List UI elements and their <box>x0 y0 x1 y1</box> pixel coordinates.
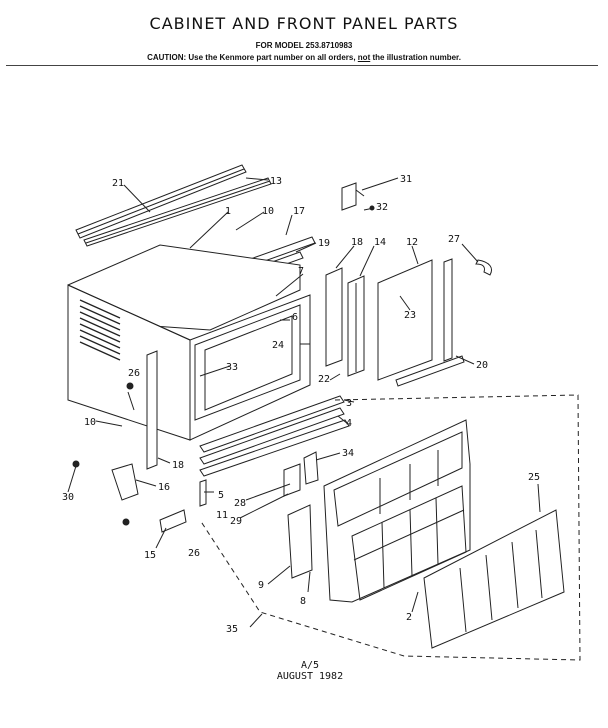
part-28-29-bracket <box>283 463 301 497</box>
callout-3: 3 <box>346 398 352 409</box>
caution-prefix: CAUTION: Use the Kenmore part number on … <box>147 53 356 62</box>
caution-suffix: the illustration number. <box>372 53 461 62</box>
callout-34: 34 <box>342 448 354 459</box>
callout-8: 8 <box>300 596 306 607</box>
callout-12: 12 <box>406 237 418 248</box>
callout-11: 11 <box>216 510 228 521</box>
callout-31: 31 <box>400 174 412 185</box>
callout-35: 35 <box>226 624 238 635</box>
model-number: FOR MODEL 253.8710983 <box>255 41 353 50</box>
part-5-brace <box>199 479 207 507</box>
callout-7: 7 <box>298 266 304 277</box>
side-louvers <box>79 299 121 361</box>
callout-5: 5 <box>218 490 224 501</box>
callout-32: 32 <box>376 202 388 213</box>
callout-24: 24 <box>272 340 284 351</box>
callout-10: 10 <box>84 417 96 428</box>
part-3-louver-bar <box>199 395 345 465</box>
part-21-top-trim <box>75 164 247 239</box>
page-number: A/5 <box>300 660 320 671</box>
part-13-strip <box>83 177 272 247</box>
callout-19: 19 <box>318 238 330 249</box>
callout-6: 6 <box>292 312 298 323</box>
callout-18: 18 <box>351 237 363 248</box>
callout-17: 17 <box>293 206 305 217</box>
callout-27: 27 <box>448 234 460 245</box>
part-26-clip <box>126 382 135 411</box>
callout-1: 1 <box>225 206 231 217</box>
callout-26: 26 <box>188 548 200 559</box>
callout-15: 15 <box>144 550 156 561</box>
caution-not: not <box>357 53 371 62</box>
callout-20: 20 <box>476 360 488 371</box>
part-15-cover <box>159 509 187 533</box>
callout-28: 28 <box>234 498 246 509</box>
callout-30: 30 <box>62 492 74 503</box>
front-grille <box>323 419 471 603</box>
header-rule <box>6 65 598 66</box>
callout-33: 33 <box>226 362 238 373</box>
callout-21: 21 <box>112 178 124 189</box>
part-25-filter <box>423 509 565 649</box>
callout-2: 2 <box>406 612 412 623</box>
part-34-bracket <box>303 451 319 485</box>
callout-25: 25 <box>528 472 540 483</box>
callout-29: 29 <box>230 516 242 527</box>
page-date: AUGUST 1982 <box>276 671 344 682</box>
leader-lines <box>67 177 541 628</box>
callout-13: 13 <box>270 176 282 187</box>
part-16-bracket <box>72 460 139 526</box>
part-31-bracket <box>341 182 375 211</box>
part-1-top-cover <box>189 211 229 249</box>
part-18-front-column <box>146 350 158 470</box>
callout-26: 26 <box>128 368 140 379</box>
callout-4: 4 <box>346 418 352 429</box>
callout-10: 10 <box>262 206 274 217</box>
part-12-panel <box>377 259 433 381</box>
part-18-side-rail <box>325 267 343 367</box>
callout-22: 22 <box>318 374 330 385</box>
grille-assembly-outline <box>199 394 581 661</box>
diagram-title: CABINET AND FRONT PANEL PARTS <box>149 14 459 33</box>
part-14-side-rail <box>347 275 365 377</box>
callout-18: 18 <box>172 460 184 471</box>
caution-note: CAUTION: Use the Kenmore part number on … <box>0 53 608 62</box>
callout-labels: 21 13 1 10 17 19 31 32 18 14 12 27 7 6 2… <box>62 174 540 635</box>
callout-23: 23 <box>404 310 416 321</box>
part-20-rail <box>395 258 465 387</box>
callout-9: 9 <box>258 580 264 591</box>
part-9-panel <box>287 504 313 579</box>
callout-14: 14 <box>374 237 386 248</box>
part-27-strap <box>475 259 492 276</box>
part-4-louver-bar <box>199 419 350 477</box>
callout-16: 16 <box>158 482 170 493</box>
cabinet-box <box>67 244 311 441</box>
